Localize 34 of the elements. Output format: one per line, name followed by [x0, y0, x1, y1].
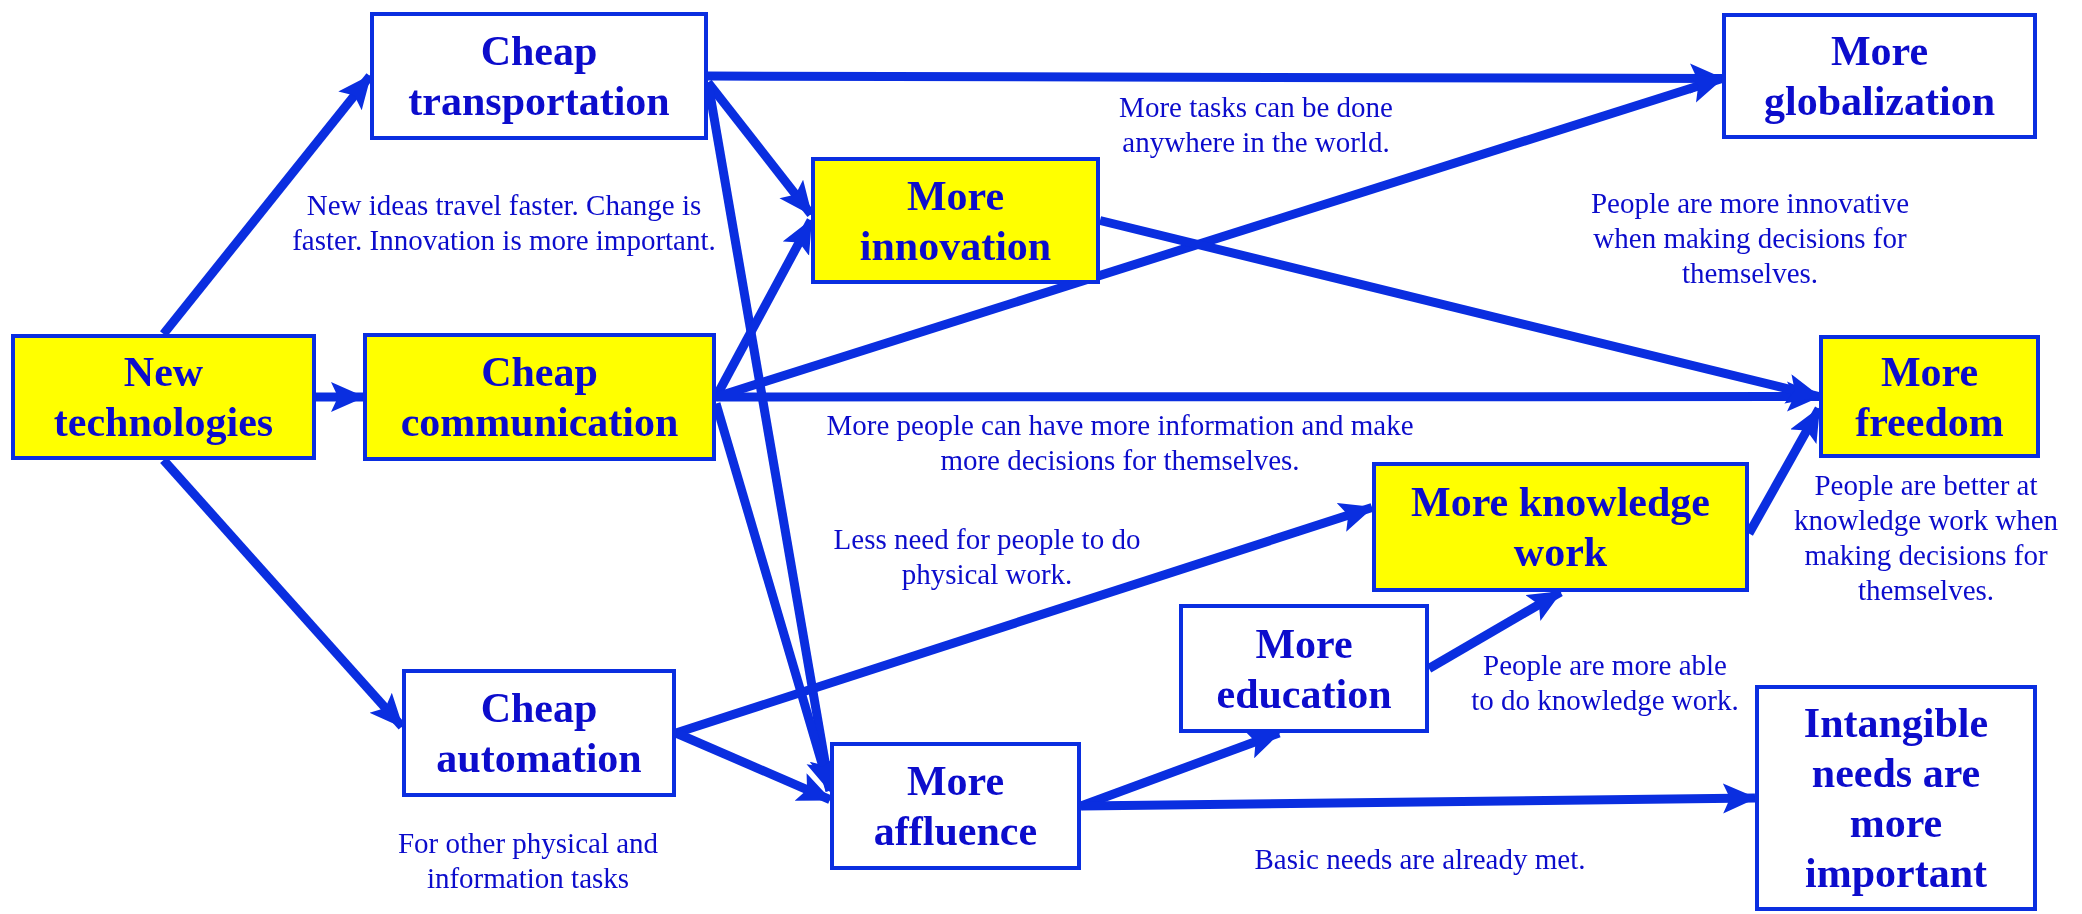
- box-label: More globalization: [1763, 27, 1996, 126]
- arrow: [716, 381, 1821, 412]
- box-label: New technologies: [52, 348, 275, 447]
- box-label: Intangible needs are more important: [1802, 699, 1990, 898]
- process-box: [811, 157, 1100, 284]
- box-label: Cheap automation: [435, 684, 643, 783]
- annotation-text: People are more innovative when making decisions for themselves.: [1589, 186, 1911, 291]
- process-box: [11, 334, 316, 460]
- process-box: [1819, 335, 2040, 458]
- annotation-text: New ideas travel faster. Change is faster. Innovation is more important.: [291, 188, 717, 258]
- arrow: [1080, 783, 1757, 814]
- process-box: [370, 12, 708, 140]
- annotation-text: Basic needs are already met.: [1253, 842, 1587, 877]
- box-label: Cheap transportation: [407, 27, 671, 126]
- process-box: [1722, 13, 2037, 139]
- process-box: [402, 669, 676, 797]
- box-label: More affluence: [872, 757, 1039, 856]
- annotation-text: More people can have more information and make more decisions for themselves.: [825, 408, 1415, 478]
- annotation-text: For other physical and information tasks: [396, 826, 660, 896]
- process-box: [363, 333, 716, 461]
- process-box: [1755, 685, 2037, 911]
- process-box: [830, 742, 1081, 870]
- annotation-text: People are better at knowledge work when making decisions for themselves.: [1792, 468, 2060, 608]
- box-label: More education: [1215, 619, 1393, 719]
- box-label: More innovation: [858, 171, 1053, 271]
- annotation-text: Less need for people to do physical work.: [832, 522, 1142, 592]
- box-label: More knowledge work: [1410, 478, 1711, 577]
- box-label: Cheap communication: [399, 348, 680, 447]
- process-box: [1179, 604, 1429, 733]
- arrow: [316, 382, 365, 412]
- box-label: More freedom: [1854, 347, 2005, 447]
- annotation-text: More tasks can be done anywhere in the world.: [1118, 90, 1394, 160]
- process-box: [1372, 462, 1749, 592]
- annotation-text: People are more able to do knowledge work.: [1470, 648, 1740, 718]
